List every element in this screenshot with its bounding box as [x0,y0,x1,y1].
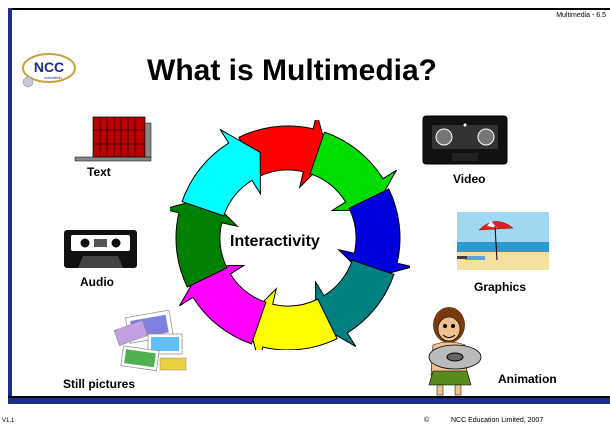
video-cassette-icon [422,115,508,165]
logo-subtext: education [44,75,61,80]
page-title: What is Multimedia? [147,54,438,87]
copyright-symbol: © [424,417,430,424]
graphics-label: Graphics [474,280,527,294]
still-pictures-label: Still pictures [63,377,136,391]
caveman-icon [428,307,482,396]
frame-left-bar [8,8,12,404]
interactivity-cycle [170,120,410,350]
beach-picture-icon [457,212,549,270]
logo-text: NCC [34,59,64,75]
frame-bottom-bar [8,398,610,404]
audio-label: Audio [80,275,114,289]
photos-icon [113,310,187,372]
audio-tape-icon [64,230,137,268]
frame-bottom-line [8,396,610,398]
text-label: Text [87,165,111,179]
video-label: Video [453,172,486,186]
animation-label: Animation [498,372,557,386]
ncc-logo: NCC education [22,53,76,88]
frame-top-line [8,8,610,10]
copyright-text: NCC Education Limited, 2007 [451,417,544,424]
books-icon [74,116,152,162]
version-text: V1.1 [2,418,15,424]
slide-reference: Multimedia - 6.5 [556,12,606,19]
interactivity-label: Interactivity [230,233,320,250]
cycle-arrow-cyan [181,129,261,217]
